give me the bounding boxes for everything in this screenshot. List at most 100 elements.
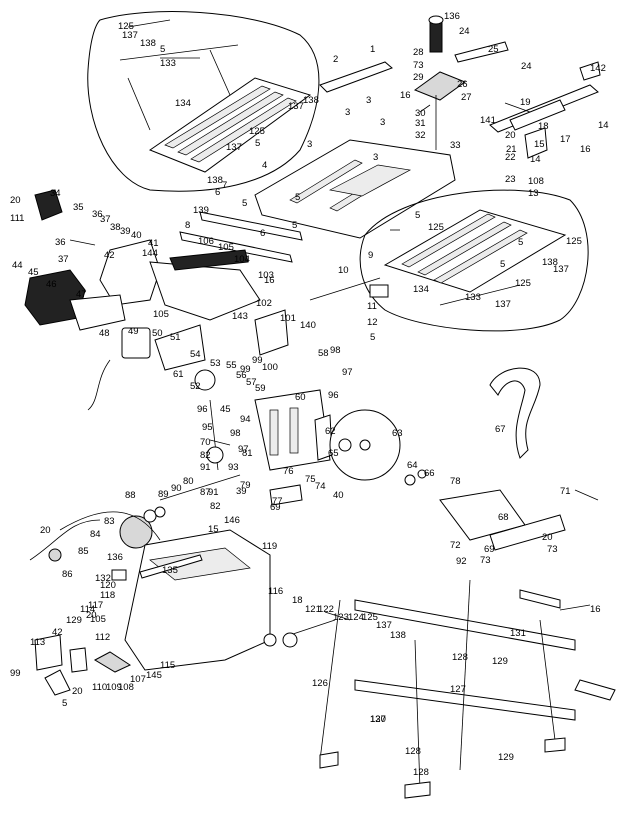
part-number-label: 111: [10, 213, 24, 224]
part-number-label: 134: [413, 284, 429, 295]
part-number-label: 125: [118, 21, 134, 32]
part-number-label: 99: [240, 364, 251, 375]
blade-carriage: [119, 369, 333, 549]
part-number-label: 4: [262, 160, 267, 171]
part-number-label: 59: [255, 383, 266, 394]
part-number-label: 22: [505, 152, 516, 163]
part-number-label: 121: [305, 604, 321, 615]
part-number-label: 5: [255, 138, 260, 149]
part-number-label: 127: [370, 714, 386, 725]
part-number-label: 122: [318, 604, 334, 615]
part-number-label: 128: [452, 652, 468, 663]
part-number-label: 57: [246, 377, 257, 388]
part-number-labels: 1251371385133134125137513813713813624252…: [10, 11, 609, 778]
part-number-label: 32: [415, 130, 426, 141]
part-number-label: 29: [413, 72, 424, 83]
leg-stand: [282, 579, 616, 799]
part-number-label: 144: [142, 248, 158, 259]
part-number-label: 74: [315, 481, 326, 492]
part-number-label: 81: [242, 448, 253, 459]
part-number-label: 30: [415, 108, 426, 119]
part-number-label: 16: [264, 275, 275, 286]
part-number-label: 36: [55, 237, 66, 248]
part-number-label: 19: [520, 97, 531, 108]
part-number-label: 47: [76, 289, 87, 300]
part-number-label: 53: [210, 358, 221, 369]
part-number-label: 120: [100, 580, 116, 591]
part-number-label: 69: [484, 544, 495, 555]
part-number-label: 113: [30, 637, 45, 648]
part-number-label: 3: [307, 139, 312, 150]
part-number-label: 3: [373, 152, 378, 163]
part-number-label: 101: [280, 313, 296, 324]
part-number-label: 136: [444, 11, 460, 22]
part-number-label: 56: [236, 370, 247, 381]
part-number-label: 61: [173, 369, 184, 380]
part-number-label: 104: [234, 254, 250, 265]
part-number-label: 138: [542, 257, 558, 268]
part-number-label: 39: [236, 486, 247, 497]
part-number-label: 117: [88, 600, 103, 611]
part-number-label: 17: [560, 134, 571, 145]
part-number-label: 37: [100, 214, 111, 225]
part-number-label: 86: [62, 569, 73, 580]
part-number-label: 80: [183, 476, 194, 487]
part-number-label: 137: [553, 264, 569, 275]
part-number-label: 49: [128, 326, 139, 337]
part-number-label: 102: [256, 298, 272, 309]
part-number-label: 38: [110, 222, 121, 233]
motor-assembly: [24, 189, 289, 411]
part-number-label: 107: [130, 674, 146, 685]
part-number-label: 42: [52, 627, 63, 638]
part-number-label: 15: [208, 524, 219, 535]
part-number-label: 105: [90, 614, 106, 625]
part-number-label: 42: [104, 250, 115, 261]
part-number-label: 54: [190, 349, 201, 360]
part-number-label: 58: [318, 348, 329, 359]
part-number-label: 79: [240, 480, 251, 491]
part-number-label: 94: [240, 414, 251, 425]
part-number-label: 18: [538, 121, 549, 132]
part-number-label: 37: [58, 254, 69, 265]
part-number-label: 136: [107, 552, 123, 563]
part-number-label: 115: [160, 660, 175, 671]
right-extension-assembly: [359, 189, 589, 332]
part-number-label: 21: [506, 144, 517, 155]
part-number-label: 62: [325, 426, 336, 437]
part-number-label: 5: [292, 220, 297, 231]
part-number-label: 27: [461, 92, 472, 103]
part-number-label: 97: [342, 367, 353, 378]
part-number-label: 138: [390, 630, 406, 641]
part-number-label: 3: [366, 95, 371, 106]
part-number-label: 108: [528, 176, 544, 187]
part-number-label: 138: [140, 38, 156, 49]
dust-hose-and-guard: [439, 367, 599, 551]
part-number-label: 93: [228, 462, 239, 473]
part-number-label: 63: [392, 428, 403, 439]
part-number-label: 6: [260, 228, 265, 239]
rip-fence-assembly: [413, 15, 601, 159]
leader-lines: [69, 19, 591, 621]
part-number-label: 131: [510, 628, 526, 639]
part-number-label: 133: [160, 58, 176, 69]
part-number-label: 20: [10, 195, 21, 206]
part-number-label: 124: [348, 612, 364, 623]
part-number-label: 85: [78, 546, 89, 557]
part-number-label: 66: [424, 468, 435, 479]
part-number-label: 73: [480, 555, 491, 566]
part-number-label: 77: [272, 496, 283, 507]
part-number-label: 3: [345, 107, 350, 118]
part-number-label: 90: [171, 483, 182, 494]
part-number-label: 88: [125, 490, 136, 501]
part-number-label: 31: [415, 118, 426, 129]
part-number-label: 14: [530, 154, 541, 165]
part-number-label: 137: [495, 299, 511, 310]
part-number-label: 24: [521, 61, 532, 72]
part-number-label: 137: [226, 142, 242, 153]
part-number-label: 68: [498, 512, 509, 523]
part-number-label: 125: [362, 612, 378, 623]
switch-assembly: [34, 634, 132, 696]
part-number-label: 76: [283, 466, 294, 477]
part-number-label: 128: [405, 746, 421, 757]
part-number-label: 129: [498, 752, 514, 763]
